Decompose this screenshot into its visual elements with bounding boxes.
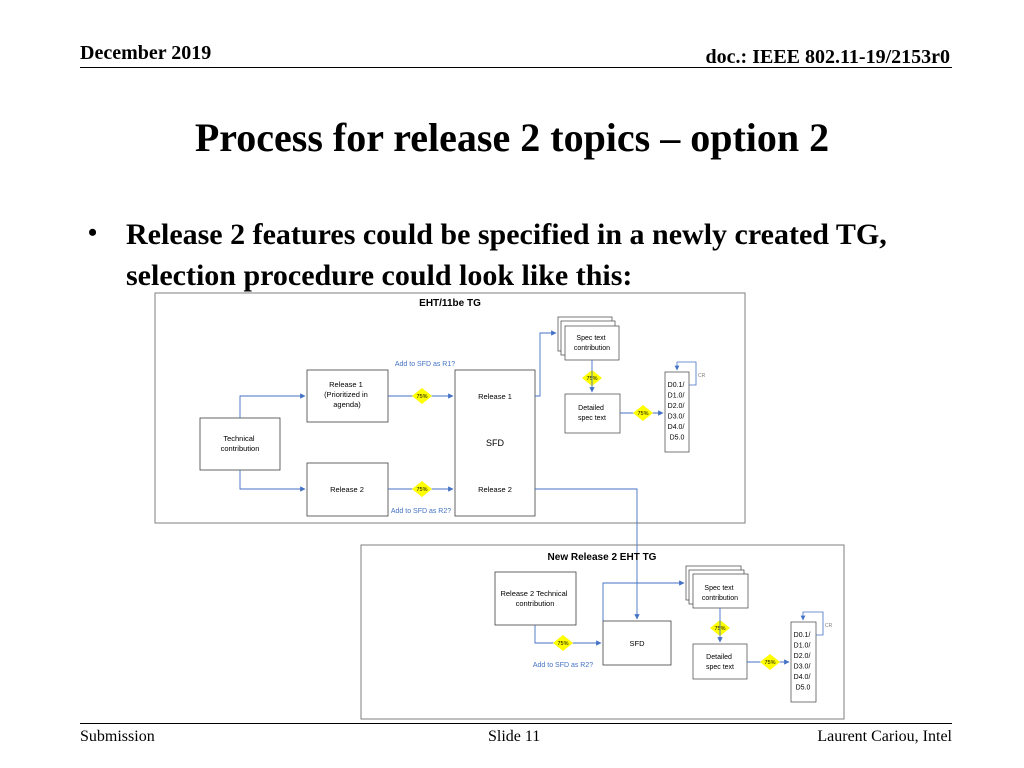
tg1-detailed-spec-label: Detailed spec text xyxy=(578,405,606,422)
tg2-vote-detailed xyxy=(760,654,780,670)
tg2-title: New Release 2 EHT TG xyxy=(548,552,657,563)
tg2-sfd-box xyxy=(602,620,672,666)
tg2-technical-contribution-label: Release 2 Technical contribution xyxy=(500,589,569,608)
header-doc-id: doc.: IEEE 802.11-19/2153r0 xyxy=(705,46,950,68)
tg1-frame xyxy=(154,292,746,524)
tg1-sfd-release2: Release 2 xyxy=(478,485,512,494)
tg2-sfd-label: SFD xyxy=(630,639,646,648)
slide-title: Process for release 2 topics – option 2 xyxy=(194,115,830,160)
footer-author: Laurent Cariou, Intel xyxy=(817,728,952,745)
tg1-add-r1-label: Add to SFD as R1? xyxy=(395,361,455,368)
tg2-technical-contribution-box xyxy=(494,571,577,626)
tg1-drafts-label: D0.1/ D1.0/ D2.0/ D3.0/ D4.0/ D5.0 xyxy=(668,382,687,442)
tg1-title: EHT/11be TG xyxy=(419,298,481,309)
tg1-vote-r2 xyxy=(412,481,432,497)
tg1-spec-text-box xyxy=(564,325,620,361)
tg2-vote-detailed-label: 75% xyxy=(764,660,775,666)
tg2-spec-text-box xyxy=(692,573,749,609)
tg1-arrow-sfd-to-spec xyxy=(535,330,557,397)
tg1-cr-label: CR xyxy=(698,373,706,379)
bullet-text: Release 2 features could be specified in… xyxy=(126,218,887,292)
header-date: December 2019 xyxy=(80,42,212,64)
tg1-add-r2-label: Add to SFD as R2? xyxy=(391,508,451,515)
tg2-drafts-box xyxy=(790,621,817,703)
tg1-drafts-box xyxy=(664,371,690,453)
header-divider xyxy=(80,67,952,68)
bullet-marker: • xyxy=(88,218,98,247)
tg1-vote-detailed-label: 75% xyxy=(637,411,648,417)
tg2-detailed-spec-box xyxy=(692,643,748,680)
footer-submission: Submission xyxy=(80,728,155,745)
tg1-group: EHT/11be TG Technical contribution Relea… xyxy=(154,292,746,524)
tg1-release2-label: Release 2 xyxy=(330,485,364,494)
tg1-spec-text-label: Spec text contribution xyxy=(574,335,610,352)
tg2-arrow-sfd-to-spec xyxy=(602,580,685,621)
tg2-add-r2-label: Add to SFD as R2? xyxy=(533,662,593,669)
tg1-sfd-release1: Release 1 xyxy=(478,392,512,401)
tg2-group: New Release 2 EHT TG Release 2 Technical… xyxy=(360,544,845,720)
tg1-sfd-label: SFD xyxy=(486,438,505,448)
footer-slide-number: Slide 11 xyxy=(488,728,541,745)
tg2-vote-sfd-label: 75% xyxy=(557,641,568,647)
tg1-release2-box xyxy=(306,462,389,517)
tg2-frame xyxy=(360,544,845,720)
tg1-detailed-spec-box xyxy=(564,393,621,434)
tg1-vote-r1 xyxy=(412,388,432,404)
tg2-cr-label: CR xyxy=(825,623,833,629)
tg1-technical-contribution-label: Technical contribution xyxy=(221,434,260,453)
tg1-sfd-box xyxy=(454,369,536,517)
tg1-vote-r2-label: 75% xyxy=(416,487,427,493)
tg2-detailed-spec-label: Detailed spec text xyxy=(706,654,734,671)
tg1-arrow-tech-to-r1 xyxy=(239,393,306,418)
tg2-arrow-tech-to-sfd xyxy=(534,625,602,646)
tg1-cr-loop xyxy=(674,361,697,386)
tg1-arrow-tech-to-r2 xyxy=(239,470,306,492)
tg1-vote-r1-label: 75% xyxy=(416,394,427,400)
tg2-drafts-label: D0.1/ D1.0/ D2.0/ D3.0/ D4.0/ D5.0 xyxy=(794,632,813,692)
footer-divider xyxy=(80,723,952,724)
tg1-technical-contribution-box xyxy=(199,417,281,471)
tg2-vote-sfd xyxy=(553,635,573,651)
tg2-spec-text-label: Spec text contribution xyxy=(702,585,738,602)
tg1-release1-box xyxy=(306,369,389,423)
tg1-release1-label: Release 1 (Prioritized in agenda) xyxy=(324,380,370,409)
tg2-cr-loop xyxy=(800,611,824,636)
tg1-vote-detailed xyxy=(633,405,653,421)
